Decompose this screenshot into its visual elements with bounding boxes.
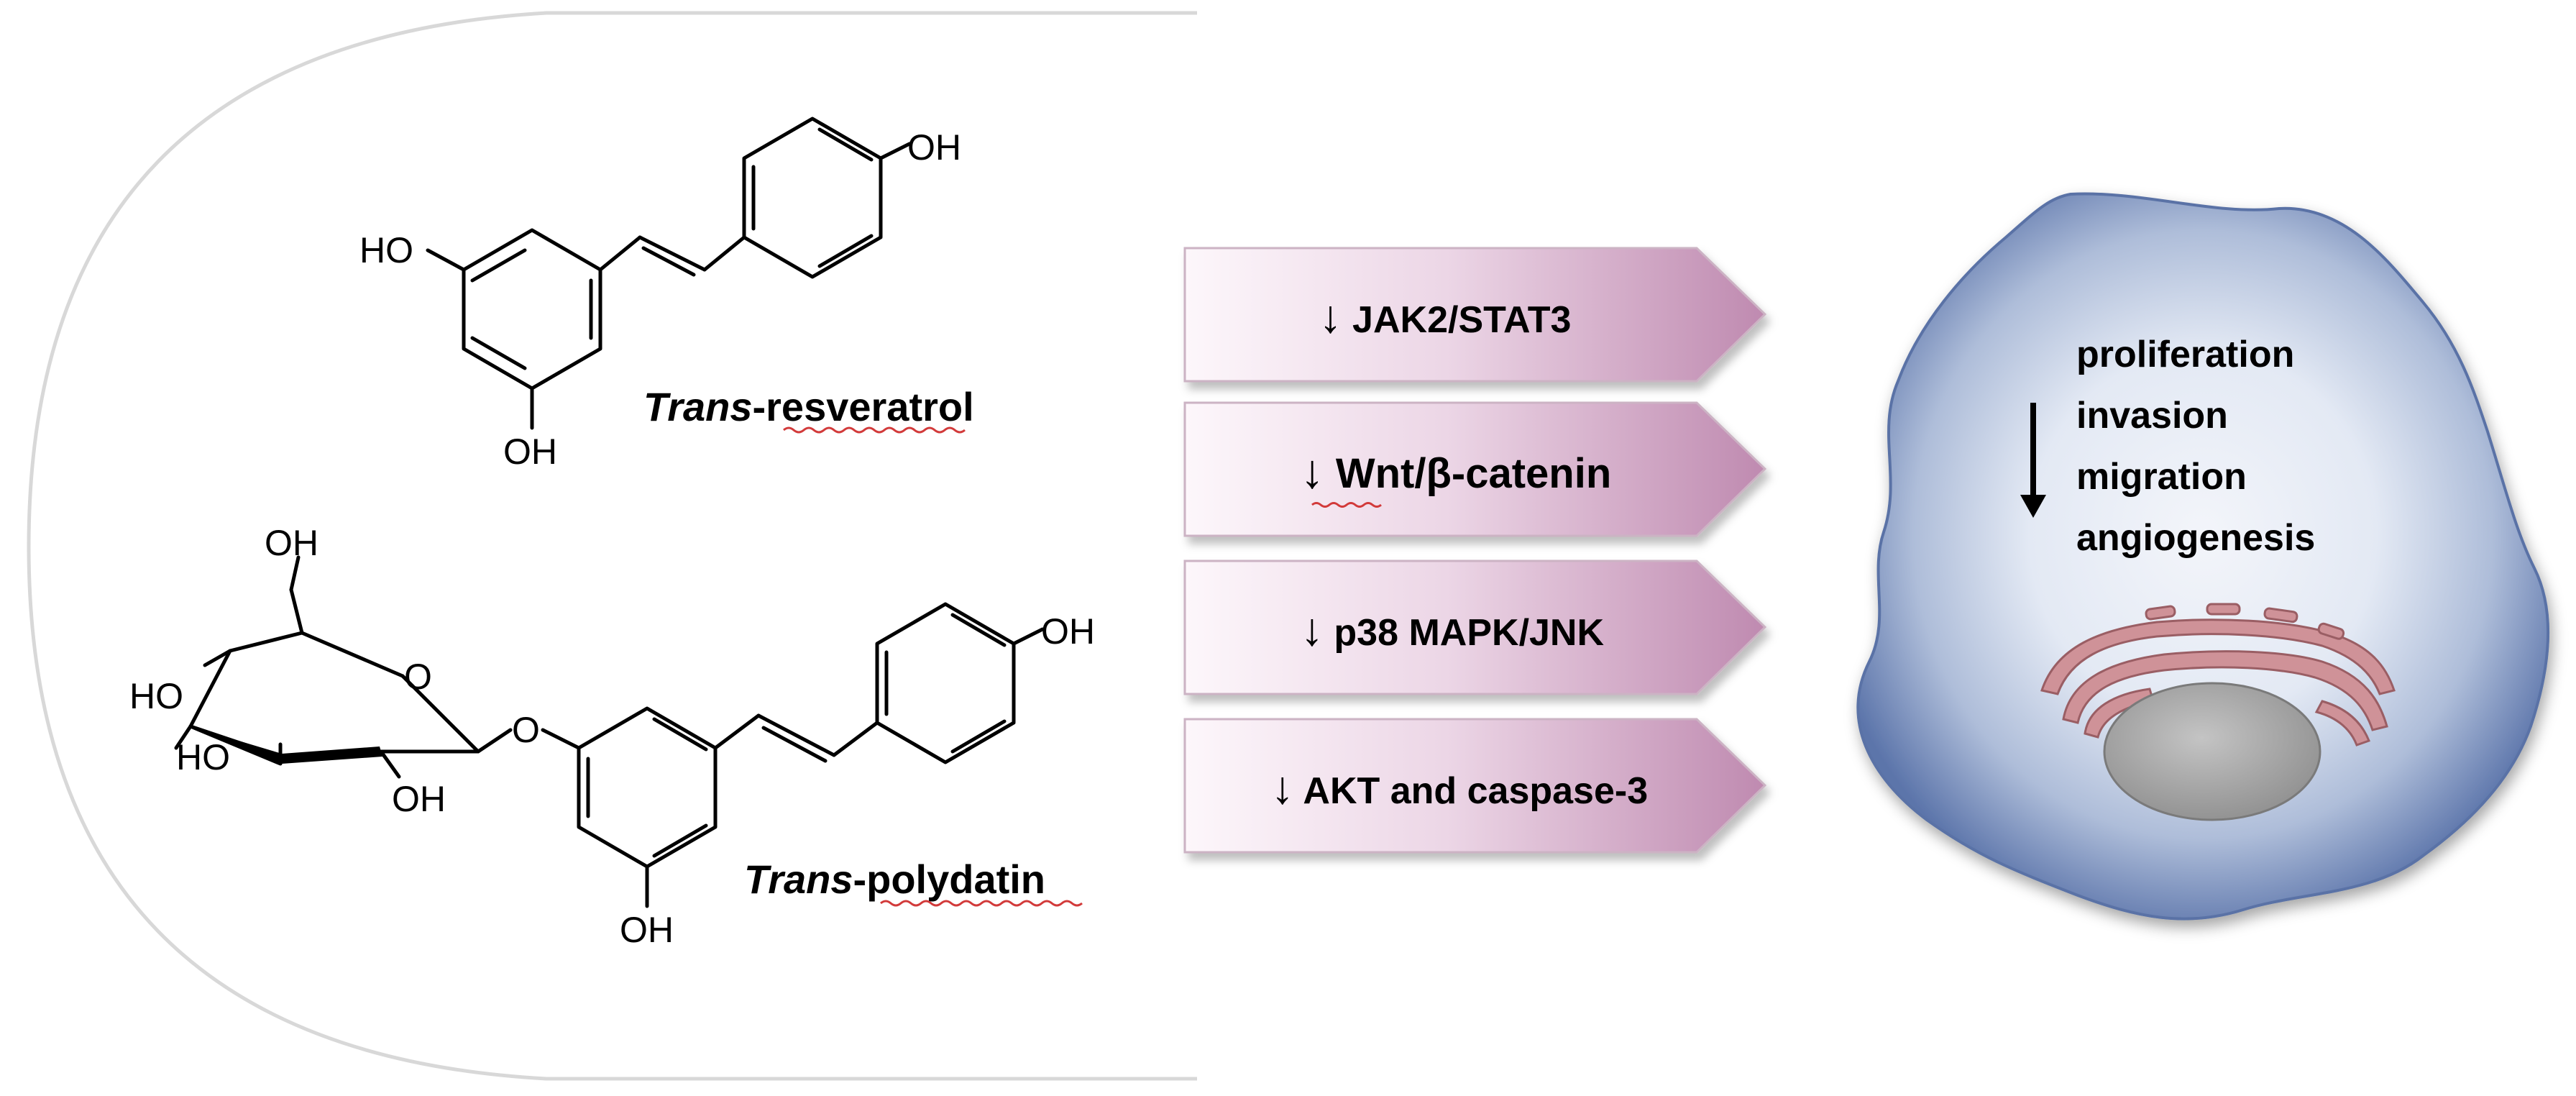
polydatin-squiggle — [880, 900, 1083, 907]
polydatin-label: Trans-polydatin — [744, 857, 1045, 902]
pathway-label-4: ↓ AKT and caspase-3 — [1271, 762, 1648, 813]
endoplasmic-reticulum — [2040, 603, 2396, 746]
resveratrol-oh-top: OH — [907, 127, 961, 168]
pathway-label-1: ↓ JAK2/STAT3 — [1319, 291, 1572, 342]
polydatin-ho-2: HO — [176, 737, 230, 777]
pathway-arrow-2 — [1183, 401, 1767, 537]
polydatin-oh-bottom: OH — [620, 910, 674, 950]
molecule-panel-outline — [27, 11, 1197, 1081]
resveratrol-squiggle — [783, 426, 966, 434]
resveratrol-label: Trans-resveratrol — [643, 384, 974, 429]
pathway-arrow-3 — [1183, 560, 1767, 695]
wnt-squiggle — [1311, 502, 1382, 508]
polydatin-label-italic: Trans — [744, 857, 853, 902]
polydatin-label-rest: -polydatin — [853, 857, 1045, 902]
polydatin-ring-o-label: O — [404, 657, 432, 697]
cancer-cell — [1856, 192, 2550, 921]
downregulation-arrow — [2020, 403, 2046, 518]
cell-effect-2: invasion — [2076, 395, 2228, 437]
polydatin-structure — [174, 555, 1045, 908]
polydatin-oh-3: OH — [392, 779, 446, 819]
resveratrol-label-italic: Trans — [643, 384, 752, 429]
resveratrol-label-rest: -resveratrol — [752, 384, 973, 429]
polydatin-ho-1: HO — [129, 676, 183, 716]
cell-effect-4: angiogenesis — [2076, 517, 2315, 559]
cell-effect-1: proliferation — [2076, 334, 2294, 375]
pathway-arrow-4 — [1183, 718, 1767, 854]
nucleus — [2103, 682, 2321, 821]
resveratrol-oh-bottom: OH — [503, 431, 557, 472]
cell-body — [1856, 192, 2550, 921]
pathway-label-2: ↓ Wnt/β-catenin — [1301, 444, 1612, 498]
polydatin-oh-top: OH — [1041, 611, 1095, 652]
cell-effect-3: migration — [2076, 456, 2247, 498]
resveratrol-structure — [426, 117, 912, 430]
polydatin-ch2oh-label: OH — [265, 523, 318, 563]
pathway-label-3: ↓ p38 MAPK/JNK — [1301, 603, 1605, 655]
polydatin-glycosidic-o: O — [512, 710, 540, 750]
pathway-arrow-1 — [1183, 247, 1767, 383]
resveratrol-ho-left: HO — [359, 230, 413, 270]
